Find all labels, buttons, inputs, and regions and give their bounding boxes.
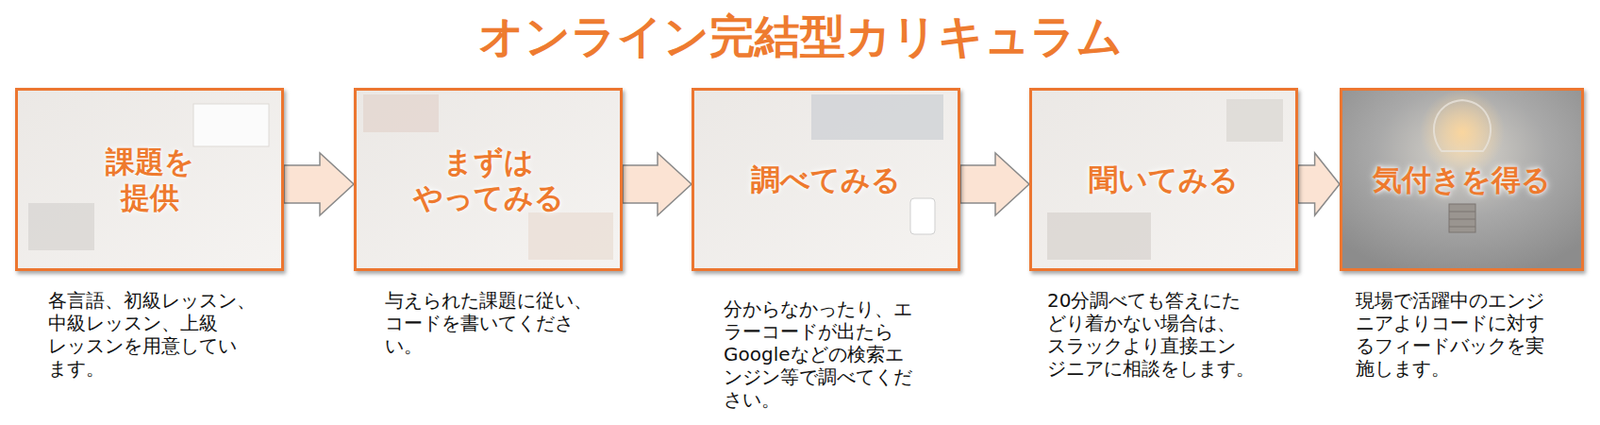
step-node: 聞いてみる20分調べても答えにた どり着かない場合は、 スラックより直接エン ジ…: [1029, 87, 1299, 271]
photo-bg: [15, 87, 284, 271]
photo-wall: [363, 94, 439, 133]
bulb-glass: [1433, 100, 1491, 151]
bulb-thread: [1449, 211, 1476, 213]
step-node: まずは やってみる与えられた課題に従い、 コードを書いてくださ い。: [353, 87, 623, 271]
step-description: 現場で活躍中のエンジ ニアよりコードに対す るフィードバックを実 施します。: [1355, 288, 1587, 380]
photo-laptop: [28, 202, 95, 250]
step-description: 与えられた課題に従い、 コードを書いてくださ い。: [384, 288, 617, 357]
photo-hand: [528, 212, 614, 260]
photo-people: [1226, 99, 1284, 142]
step-box: 課題を 提供: [15, 87, 284, 271]
step-box: 聞いてみる: [1029, 87, 1299, 271]
block-arrow: [622, 152, 692, 216]
photo-bg: [353, 87, 623, 271]
bulb-base: [1449, 203, 1476, 233]
block-arrow: [1298, 152, 1340, 216]
step-heading: 聞いてみる: [1088, 161, 1239, 198]
diagram-title: オンライン完結型カリキュラム: [0, 7, 1600, 65]
block-arrow: [283, 152, 354, 216]
photo-bg: [1029, 87, 1299, 271]
step-heading: まずは やってみる: [403, 143, 574, 216]
bulb-glow: [1419, 89, 1505, 175]
step-box: 調べてみる: [691, 87, 961, 271]
step-heading: 気付きを得る: [1372, 161, 1551, 198]
photo-phone: [910, 198, 935, 234]
step-description: 各言語、初級レッスン、 中級レッスン、上級 レッスンを用意してい ます。: [48, 288, 280, 380]
photo-laptop: [193, 103, 269, 147]
step-box: 気付きを得る: [1339, 87, 1584, 271]
step-description: 20分調べても答えにた どり着かない場合は、 スラックより直接エン ジニアに相談…: [1047, 288, 1279, 380]
step-heading: 課題を 提供: [88, 143, 212, 216]
step-description: 分からなかったり、エ ラーコードが出たら Googleなどの検索エ ンジン等で調…: [723, 297, 946, 411]
step-heading: 調べてみる: [750, 161, 901, 198]
bulb-bg: [1339, 87, 1584, 271]
step-node: 調べてみる分からなかったり、エ ラーコードが出たら Googleなどの検索エ ン…: [691, 87, 961, 271]
photo-screen: [811, 94, 944, 140]
bulb-thread: [1449, 226, 1476, 228]
step-node: 気付きを得る現場で活躍中のエンジ ニアよりコードに対す るフィードバックを実 施…: [1339, 87, 1584, 271]
step-box: まずは やってみる: [353, 87, 623, 271]
photo-people: [1047, 212, 1151, 260]
step-node: 課題を 提供各言語、初級レッスン、 中級レッスン、上級 レッスンを用意してい ま…: [15, 87, 284, 271]
bulb-thread: [1449, 218, 1476, 220]
block-arrow: [960, 152, 1030, 216]
photo-bg: [691, 87, 961, 271]
